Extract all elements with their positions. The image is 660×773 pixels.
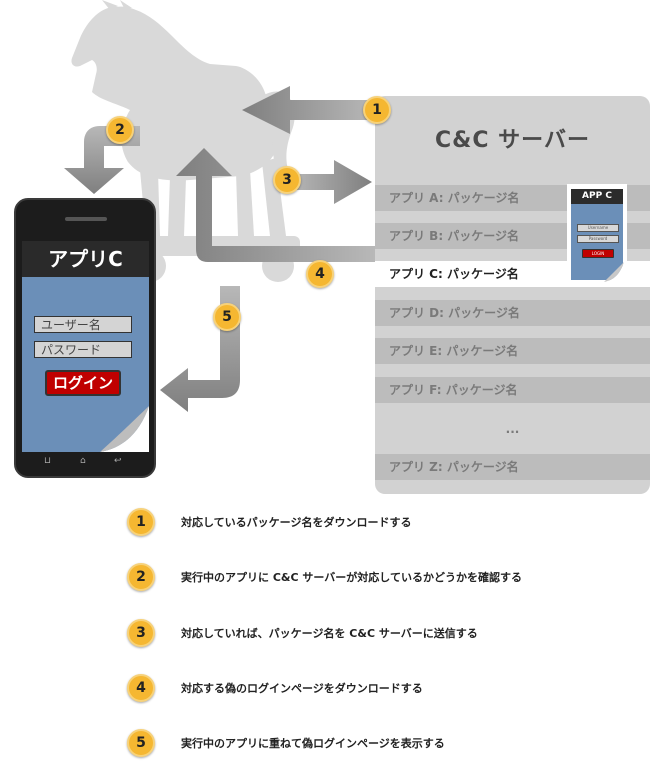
arrow-4 (176, 148, 375, 262)
phone-login-button[interactable]: ログイン (45, 370, 121, 396)
package-row-e: アプリ E: パッケージ名 (375, 338, 650, 364)
recent-apps-icon[interactable]: ⊔ (44, 456, 52, 466)
cc-server-panel (375, 96, 650, 494)
mini-app-title: APP C (571, 189, 623, 204)
legend-badge-1: 1 (127, 508, 155, 536)
legend-text-2: 実行中のアプリに C&C サーバーが対応しているかどうかを確認する (181, 571, 522, 584)
legend-text-1: 対応しているパッケージ名をダウンロードする (181, 516, 412, 529)
back-icon[interactable]: ↩ (114, 456, 122, 466)
mini-username-field: Username (577, 224, 619, 232)
badge-3: 3 (273, 166, 301, 194)
badge-2: 2 (106, 116, 134, 144)
badge-1: 1 (363, 96, 391, 124)
server-title: C&C サーバー (435, 128, 590, 153)
arrow-1 (242, 86, 375, 134)
package-row-f: アプリ F: パッケージ名 (375, 377, 650, 403)
mini-password-field: Password (577, 235, 619, 243)
legend-badge-4: 4 (127, 674, 155, 702)
legend-badge-2: 2 (127, 563, 155, 591)
phone-username-field[interactable]: ユーザー名 (34, 316, 132, 333)
legend-badge-5: 5 (127, 729, 155, 757)
arrow-3 (290, 160, 372, 204)
mini-login-button: LOGIN (582, 249, 614, 258)
package-row-z: アプリ Z: パッケージ名 (375, 454, 650, 480)
package-row-d: アプリ D: パッケージ名 (375, 300, 650, 326)
phone-speaker (65, 217, 107, 221)
mini-page-curl-icon (604, 262, 624, 282)
phone-nav-bar: ⊔ ⌂ ↩ (22, 456, 149, 472)
phone-app-title: アプリC (22, 241, 149, 277)
legend-text-4: 対応する偽のログインページをダウンロードする (181, 682, 423, 695)
badge-5: 5 (213, 303, 241, 331)
legend-text-5: 実行中のアプリに重ねて偽ログインページを表示する (181, 737, 445, 750)
legend-text-3: 対応していれば、パッケージ名を C&C サーバーに送信する (181, 627, 478, 640)
badge-4: 4 (306, 260, 334, 288)
phone-password-field[interactable]: パスワード (34, 341, 132, 358)
legend-badge-3: 3 (127, 619, 155, 647)
package-row-ellipsis: ... (505, 422, 520, 436)
home-icon[interactable]: ⌂ (80, 456, 86, 466)
diagram: C&C サーバー アプリ A: パッケージ名 アプリ B: パッケージ名 アプリ… (14, 0, 650, 494)
phone-page-curl-icon (100, 406, 149, 452)
